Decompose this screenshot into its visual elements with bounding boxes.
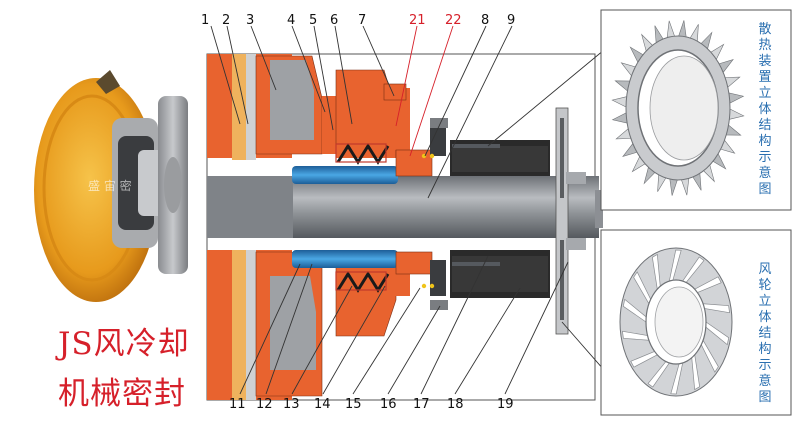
part-number: 1 <box>201 13 209 28</box>
part-number: 7 <box>358 13 366 28</box>
fan-wheel-illustration <box>619 247 733 397</box>
part-number: 11 <box>229 397 246 412</box>
title-line-2: 机械密封 <box>58 376 186 412</box>
part-number: 5 <box>309 13 317 28</box>
part-number: 8 <box>481 13 489 28</box>
part-number: 14 <box>314 397 331 412</box>
part-number: 9 <box>507 13 515 28</box>
heat-sink-caption: 散热装置立体结构示意图 <box>758 22 772 197</box>
watermark-text: 盛 宙 密 <box>88 178 132 193</box>
product-photo: 盛 宙 密 <box>34 70 188 302</box>
part-numbers-bottom: 11 12 13 14 15 16 17 18 19 20 <box>229 397 634 412</box>
heat-sink-illustration <box>611 20 745 196</box>
part-number: 17 <box>413 397 430 412</box>
part-number: 18 <box>447 397 464 412</box>
part-number: 19 <box>497 397 514 412</box>
blue-sleeve-top <box>292 166 398 184</box>
fan-plate <box>555 107 586 335</box>
part-number: 12 <box>256 397 273 412</box>
title-line-1: JS风冷却 <box>58 326 190 362</box>
part-number: 6 <box>330 13 338 28</box>
heat-sink-block <box>450 140 550 298</box>
fan-wheel-caption: 风轮立体结构示意图 <box>758 262 772 405</box>
springs <box>336 143 390 293</box>
part-number: 16 <box>380 397 397 412</box>
part-number: 15 <box>345 397 362 412</box>
part-number: 13 <box>283 397 300 412</box>
part-number: 2 <box>222 13 230 28</box>
part-number: 22 <box>445 13 462 28</box>
part-number: 21 <box>409 13 426 28</box>
housing-bottom <box>207 250 410 400</box>
part-number: 4 <box>287 13 295 28</box>
part-numbers-top: 1 2 3 4 5 6 7 21 22 8 9 10 <box>201 13 640 28</box>
clip-icon <box>96 70 120 94</box>
shaft <box>207 176 603 238</box>
blue-sleeve-bottom <box>292 250 398 268</box>
part-number: 3 <box>246 13 254 28</box>
leader-lines <box>210 25 634 395</box>
housing-top <box>207 54 410 161</box>
